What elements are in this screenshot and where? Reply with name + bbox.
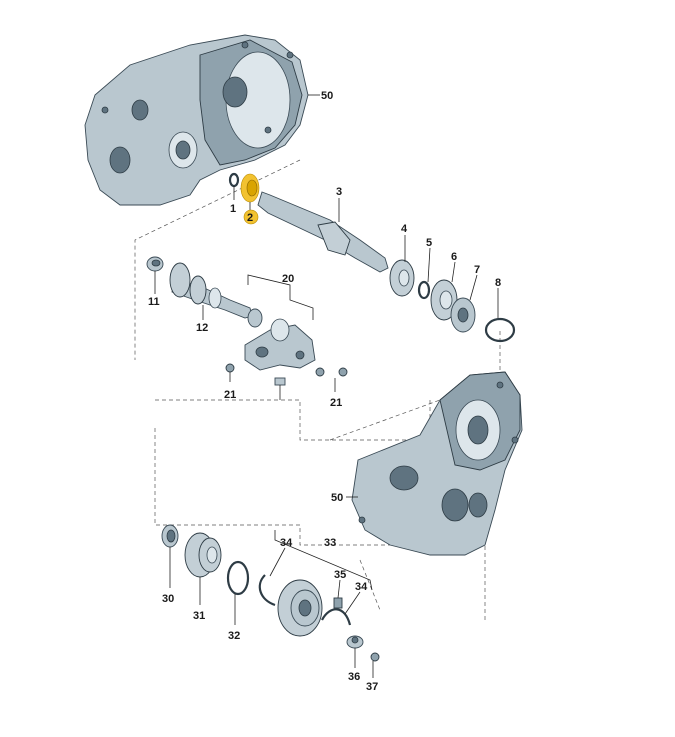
label-part-34-right: 34 — [355, 581, 368, 593]
label-part-6: 6 — [451, 251, 457, 263]
ring-5 — [417, 280, 431, 300]
label-part-35: 35 — [334, 569, 346, 581]
label-part-1: 1 — [230, 203, 236, 215]
output-shaft-group — [146, 256, 348, 400]
circlip-34-left — [258, 574, 276, 607]
label-part-50-top: 50 — [321, 90, 333, 102]
highlight-marker-part-2 — [243, 209, 259, 225]
bolt-21-center — [274, 377, 286, 400]
gearbox-housing-top — [84, 34, 320, 206]
label-part-32: 32 — [228, 630, 240, 642]
label-part-50-bottom: 50 — [331, 492, 343, 504]
label-part-34-left: 34 — [280, 537, 293, 549]
synchro-ring-32 — [226, 560, 250, 596]
label-part-30: 30 — [162, 593, 174, 605]
part-labels: 50 1 2 3 4 5 6 7 8 11 12 20 21 21 50 34 … — [148, 90, 501, 693]
circlip-8 — [484, 317, 516, 343]
label-part-8: 8 — [495, 277, 501, 289]
label-part-4: 4 — [401, 223, 408, 235]
circlip-1 — [228, 172, 240, 188]
gearbox-housing-bottom — [346, 371, 523, 556]
label-part-21-left: 21 — [224, 389, 236, 401]
label-part-36: 36 — [348, 671, 360, 683]
label-part-20: 20 — [282, 273, 294, 285]
bolt-21-left — [225, 363, 235, 382]
label-part-5: 5 — [426, 237, 432, 249]
input-shaft-group — [228, 172, 516, 343]
label-part-2: 2 — [247, 212, 253, 224]
circlip-34-right — [321, 608, 352, 626]
label-part-12: 12 — [196, 322, 208, 334]
bolt-37 — [370, 652, 380, 662]
spring-35 — [333, 597, 343, 609]
reverse-gear-group — [161, 524, 380, 678]
label-part-33: 33 — [324, 537, 336, 549]
label-part-11: 11 — [148, 296, 160, 308]
label-part-37: 37 — [366, 681, 378, 693]
label-part-7: 7 — [474, 264, 480, 276]
label-part-3: 3 — [336, 186, 342, 198]
label-part-21-right: 21 — [330, 397, 342, 409]
label-part-31: 31 — [193, 610, 205, 622]
bolt-21-right — [315, 367, 348, 392]
